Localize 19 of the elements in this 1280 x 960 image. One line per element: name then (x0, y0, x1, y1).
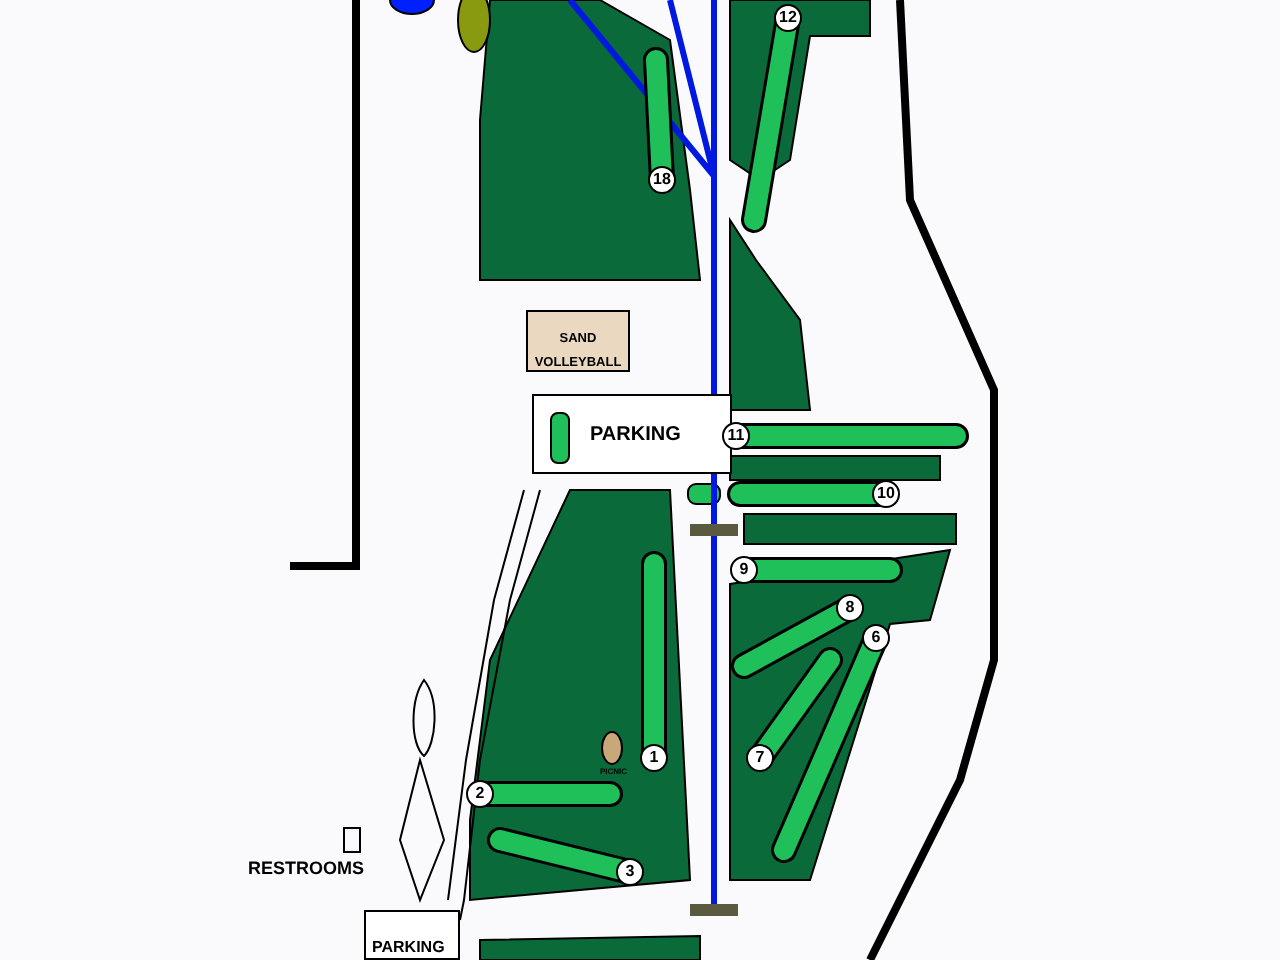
facility-label: RESTROOMS (248, 858, 365, 878)
fairway (766, 620, 894, 868)
fairway (736, 0, 806, 238)
hole-number: 2 (466, 780, 494, 808)
fairway (718, 418, 974, 454)
parking-lot (364, 910, 460, 960)
fairway (726, 552, 908, 588)
fairway (722, 476, 904, 512)
hole-number: 9 (730, 556, 758, 584)
fairway (462, 776, 628, 812)
fairway (482, 822, 648, 890)
area-label: PARKING (590, 424, 681, 446)
parking-lot (532, 394, 732, 474)
fairway (636, 546, 672, 776)
fairway (742, 642, 848, 776)
sand-volleyball-court (526, 310, 630, 372)
fairway (726, 590, 868, 684)
area-label: PARKING (372, 938, 445, 956)
fairway (638, 42, 680, 198)
